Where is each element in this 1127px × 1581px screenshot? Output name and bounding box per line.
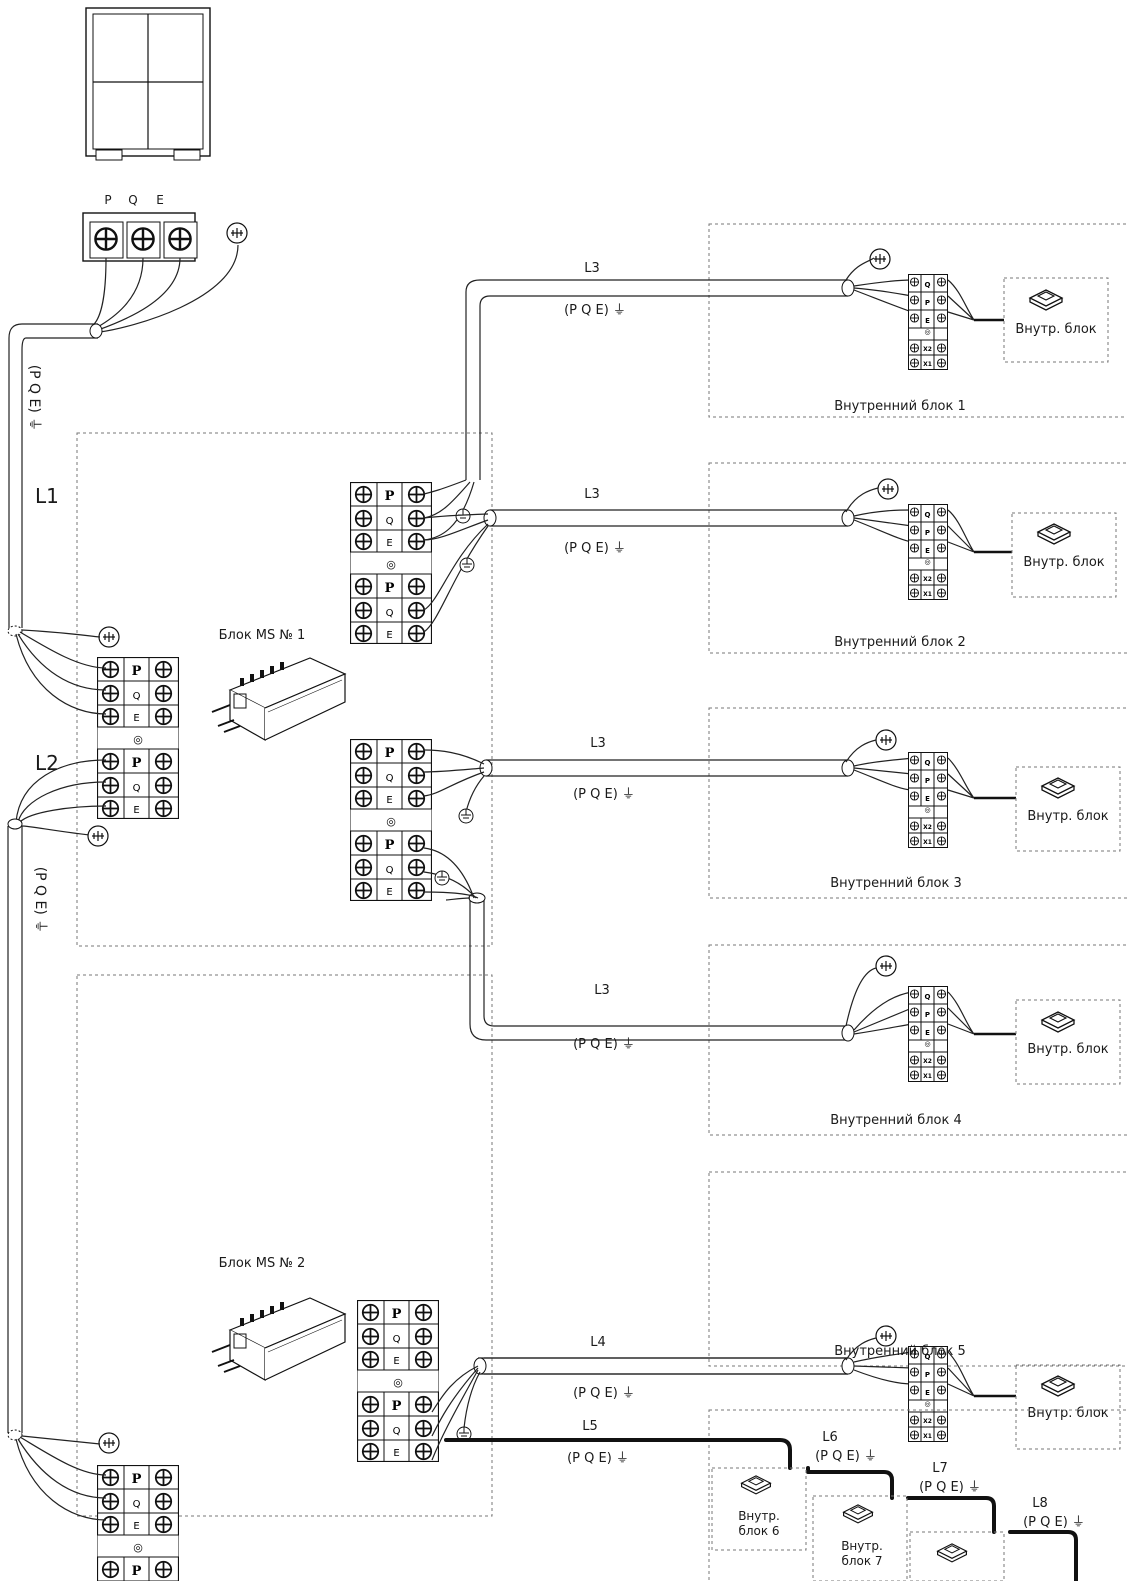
ms1-label: Блок MS № 1 xyxy=(219,628,306,643)
ms2-label: Блок MS № 2 xyxy=(219,1256,306,1271)
cable-pqe-label-2: (P Q E) ⏚ xyxy=(32,867,48,934)
svg-text:Внутр.: Внутр. xyxy=(738,1509,780,1523)
indoor-terminal-4 xyxy=(908,986,948,1082)
svg-text:L7: L7 xyxy=(932,1461,948,1476)
cable-pqe-label: (P Q E) ⏚ xyxy=(26,365,42,432)
ms1-input-terminal xyxy=(97,657,179,819)
svg-text:(P Q E) ⏚: (P Q E) ⏚ xyxy=(815,1449,877,1464)
svg-text:Внутренний блок 5: Внутренний блок 5 xyxy=(834,1344,966,1359)
zone-indoor-3 xyxy=(708,707,1127,899)
svg-text:Внутр. блок: Внутр. блок xyxy=(1027,1042,1108,1057)
svg-text:Внутр. блок: Внутр. блок xyxy=(1023,555,1104,570)
svg-text:Внутр. блок: Внутр. блок xyxy=(1015,322,1096,337)
indoor-terminal-2 xyxy=(908,504,948,600)
indoor-terminal-3 xyxy=(908,752,948,848)
indoor-unit-7-icon xyxy=(842,1504,874,1524)
ms2-output-terminal xyxy=(357,1300,439,1462)
terminal-q-label: Q xyxy=(128,193,137,207)
terminal-p-label: P xyxy=(104,193,111,207)
svg-text:L3: L3 xyxy=(584,487,600,502)
ms-unit-2-icon xyxy=(211,1297,346,1381)
svg-text:Внутр.: Внутр. xyxy=(841,1539,883,1553)
svg-text:(P Q E) ⏚: (P Q E) ⏚ xyxy=(564,541,626,556)
zone-indoor-2 xyxy=(708,462,1127,654)
svg-text:Внутренний блок 1: Внутренний блок 1 xyxy=(834,399,966,414)
ms2-zone xyxy=(76,974,493,1517)
svg-text:(P Q E) ⏚: (P Q E) ⏚ xyxy=(564,303,626,318)
ms-unit-1-icon xyxy=(211,657,346,741)
svg-text:Внутренний блок 3: Внутренний блок 3 xyxy=(830,876,962,891)
svg-text:блок 6: блок 6 xyxy=(738,1524,779,1538)
indoor-unit-6-icon xyxy=(740,1475,772,1495)
svg-text:(P Q E) ⏚: (P Q E) ⏚ xyxy=(567,1451,629,1466)
svg-text:(P Q E) ⏚: (P Q E) ⏚ xyxy=(573,787,635,802)
svg-text:L6: L6 xyxy=(822,1430,838,1445)
indoor-terminal-5 xyxy=(908,1346,948,1442)
indoor-unit-1-icon xyxy=(1029,289,1063,311)
ms1-output-terminal-b xyxy=(350,739,432,901)
svg-text:L3: L3 xyxy=(594,983,610,998)
svg-text:Внутренний блок 4: Внутренний блок 4 xyxy=(830,1113,962,1128)
svg-text:L5: L5 xyxy=(582,1419,598,1434)
svg-text:Внутр. блок: Внутр. блок xyxy=(1027,1406,1108,1421)
indoor-unit-8-icon xyxy=(936,1543,968,1563)
svg-text:(P Q E) ⏚: (P Q E) ⏚ xyxy=(1023,1515,1085,1530)
svg-text:Внутр. блок: Внутр. блок xyxy=(1027,809,1108,824)
svg-text:(P Q E) ⏚: (P Q E) ⏚ xyxy=(573,1037,635,1052)
svg-text:L8: L8 xyxy=(1032,1496,1048,1511)
indoor-unit-8 xyxy=(909,1531,1005,1581)
indoor-terminal-1 xyxy=(908,274,948,370)
indoor-unit-6 xyxy=(711,1467,807,1551)
svg-text:(P Q E) ⏚: (P Q E) ⏚ xyxy=(919,1480,981,1495)
l1-label: L1 xyxy=(35,484,59,508)
l2-label: L2 xyxy=(35,751,59,775)
zone-chain xyxy=(708,1409,1127,1581)
ground-icon xyxy=(226,222,248,244)
svg-text:блок 7: блок 7 xyxy=(841,1554,882,1568)
zone-indoor-5 xyxy=(708,1171,1127,1367)
ms1-output-terminal-a xyxy=(350,482,432,644)
outdoor-unit-icon xyxy=(85,7,211,161)
svg-text:L4: L4 xyxy=(590,1335,606,1350)
terminal-e-label: E xyxy=(156,193,164,207)
ms1-zone xyxy=(76,432,493,947)
svg-text:L3: L3 xyxy=(584,261,600,276)
svg-text:Внутренний блок 2: Внутренний блок 2 xyxy=(834,635,966,650)
svg-text:L3: L3 xyxy=(590,736,606,751)
outdoor-terminal: P Q E xyxy=(82,193,248,262)
svg-text:(P Q E) ⏚: (P Q E) ⏚ xyxy=(573,1386,635,1401)
ms2-input-terminal xyxy=(97,1465,179,1581)
zone-indoor-1 xyxy=(708,223,1127,418)
